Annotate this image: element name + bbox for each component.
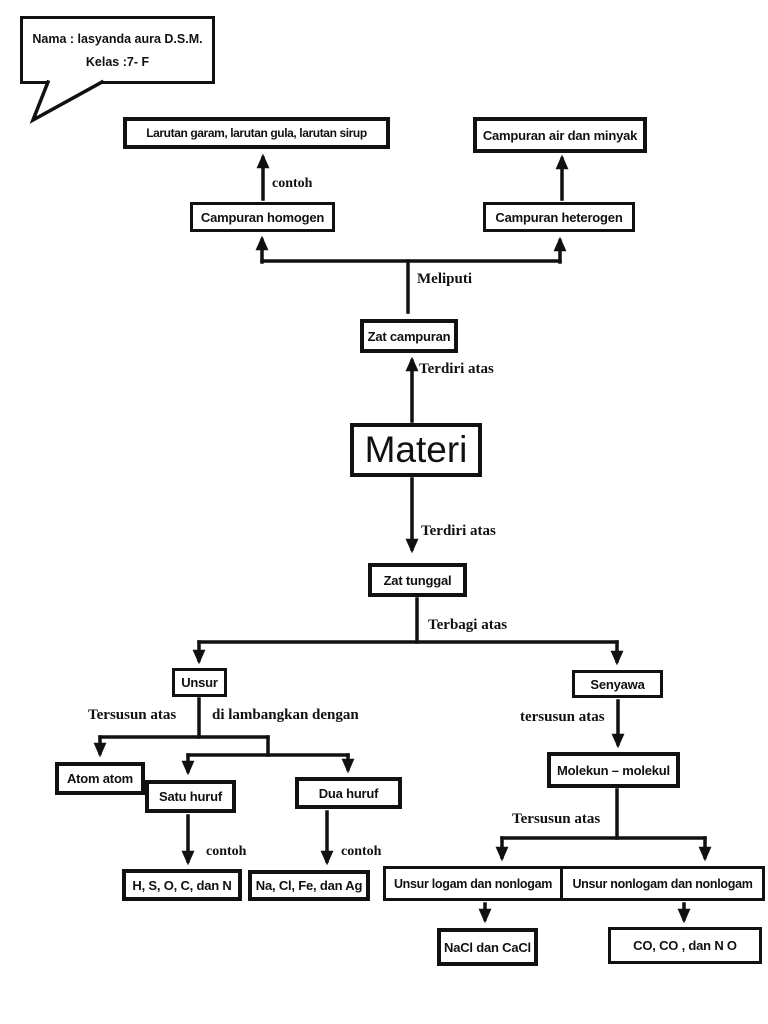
bubble-tail-outline — [29, 79, 105, 124]
node-atom-atom: Atom atom — [55, 762, 145, 795]
edge-label-terdiri-atas-up: Terdiri atas — [419, 361, 494, 377]
edge-label-contoh-homogen: contoh — [272, 176, 313, 191]
edge-label-contoh-dua: contoh — [341, 844, 382, 859]
edge-label-contoh-satu: contoh — [206, 844, 247, 859]
node-nacl-dan-cacl: NaCl dan CaCl — [437, 928, 538, 966]
node-campuran-heterogen: Campuran heterogen — [483, 202, 635, 232]
node-dua-huruf: Dua huruf — [295, 777, 402, 809]
student-class-text: Kelas :7- F — [85, 54, 150, 69]
bubble-tail-fill — [33, 81, 101, 120]
edge-label-terdiri-atas-down: Terdiri atas — [421, 523, 496, 539]
node-campuran-air-dan-minyak: Campuran air dan minyak — [473, 117, 647, 153]
node-zat-campuran: Zat campuran — [360, 319, 458, 353]
node-larutan-examples: Larutan garam, larutan gula, larutan sir… — [123, 117, 390, 149]
node-materi: Materi — [350, 423, 482, 477]
edge-label-dilambangkan-dengan: di lambangkan dengan — [212, 707, 359, 723]
node-campuran-homogen: Campuran homogen — [190, 202, 335, 232]
node-molekul-molekul: Molekun – molekul — [547, 752, 680, 788]
edge-label-meliputi: Meliputi — [417, 271, 472, 287]
node-zat-tunggal: Zat tunggal — [368, 563, 467, 597]
node-co-co-dan-no: CO, CO , dan N O — [608, 927, 762, 964]
student-name-text: Nama : lasyanda aura D.S.M. — [32, 31, 203, 46]
node-senyawa: Senyawa — [572, 670, 663, 698]
node-unsur: Unsur — [172, 668, 227, 697]
edge-label-terbagi-atas: Terbagi atas — [428, 617, 508, 633]
node-unsur-nonlogam-dan-nonlogam: Unsur nonlogam dan nonlogam — [560, 866, 765, 901]
node-unsur-logam-dan-nonlogam: Unsur logam dan nonlogam — [383, 866, 563, 901]
node-contoh-dua-huruf: Na, Cl, Fe, dan Ag — [248, 870, 370, 901]
edge-label-tersusun-atas-molekul: Tersusun atas — [512, 811, 601, 827]
node-satu-huruf: Satu huruf — [145, 780, 236, 813]
edge-label-tersusun-atas-senyawa: tersusun atas — [520, 709, 605, 725]
edge-label-tersusun-atas-unsur: Tersusun atas — [88, 707, 177, 723]
student-name-bubble: Nama : lasyanda aura D.S.M. Kelas :7- F — [20, 16, 215, 84]
node-contoh-satu-huruf: H, S, O, C, dan N — [122, 869, 242, 901]
